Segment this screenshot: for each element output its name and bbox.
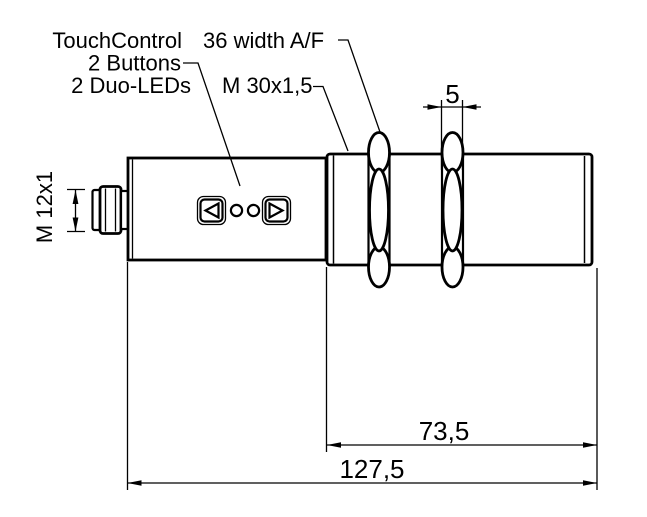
right-button-inner <box>264 198 289 223</box>
left-triangle-glyph <box>203 201 220 220</box>
callout-labels: TouchControl 2 Buttons 2 Duo-LEDs 36 wid… <box>52 28 324 98</box>
lock-nut-2 <box>440 131 465 289</box>
m12-arrow-up <box>72 190 79 204</box>
total-length-arrow-right <box>583 480 597 486</box>
m30-thread-label: M 30x1,5 <box>222 73 313 98</box>
nut-width-dimension: 5 <box>423 79 481 110</box>
nut2-bottom-corner <box>440 245 465 289</box>
m12-thread-label: M 12x1 <box>32 171 57 243</box>
nut2-top-corner <box>440 131 465 174</box>
m12-connector <box>91 185 131 235</box>
leader-lines <box>183 39 381 187</box>
thread-length-arrow-right <box>583 442 597 448</box>
total-length-arrow-left <box>127 480 142 486</box>
total-length-value: 127,5 <box>339 454 404 484</box>
nut-width-value: 5 <box>445 79 459 109</box>
m30-leader <box>313 85 349 152</box>
connector-nut <box>98 185 123 235</box>
buttons-leader <box>183 62 241 187</box>
width-af-leader <box>338 39 381 133</box>
left-button-inner <box>199 198 224 223</box>
duo-led-icon-2 <box>246 203 261 218</box>
nut1-top-corner <box>367 131 391 174</box>
right-triangle-glyph <box>268 201 285 220</box>
right-arrow-button-icon <box>261 195 292 226</box>
left-arrow-button-icon <box>196 195 227 226</box>
lock-nut-1 <box>367 131 391 289</box>
buttons-label: 2 Buttons <box>88 51 181 76</box>
nut-width-arrow-left <box>427 104 442 110</box>
nut1-middle-face <box>368 167 390 253</box>
nut1-bottom-corner <box>367 245 391 289</box>
nut-width-arrow-right <box>462 104 477 110</box>
width-af-label: 36 width A/F <box>203 28 324 53</box>
duo-led-icon-1 <box>229 203 244 218</box>
m12-arrow-down <box>72 217 79 232</box>
m12-dimension: M 12x1 <box>32 171 85 243</box>
length-dimensions: 73,5 127,5 <box>126 262 598 490</box>
touchcontrol-label: TouchControl <box>52 28 182 53</box>
duo-leds-label: 2 Duo-LEDs <box>71 73 191 98</box>
thread-length-arrow-left <box>327 442 341 448</box>
housing-outline <box>126 156 328 262</box>
thread-length-value: 73,5 <box>419 416 470 446</box>
nut2-middle-face <box>441 167 464 253</box>
sensor-housing <box>126 156 328 262</box>
touchcontrol-panel <box>196 195 292 226</box>
